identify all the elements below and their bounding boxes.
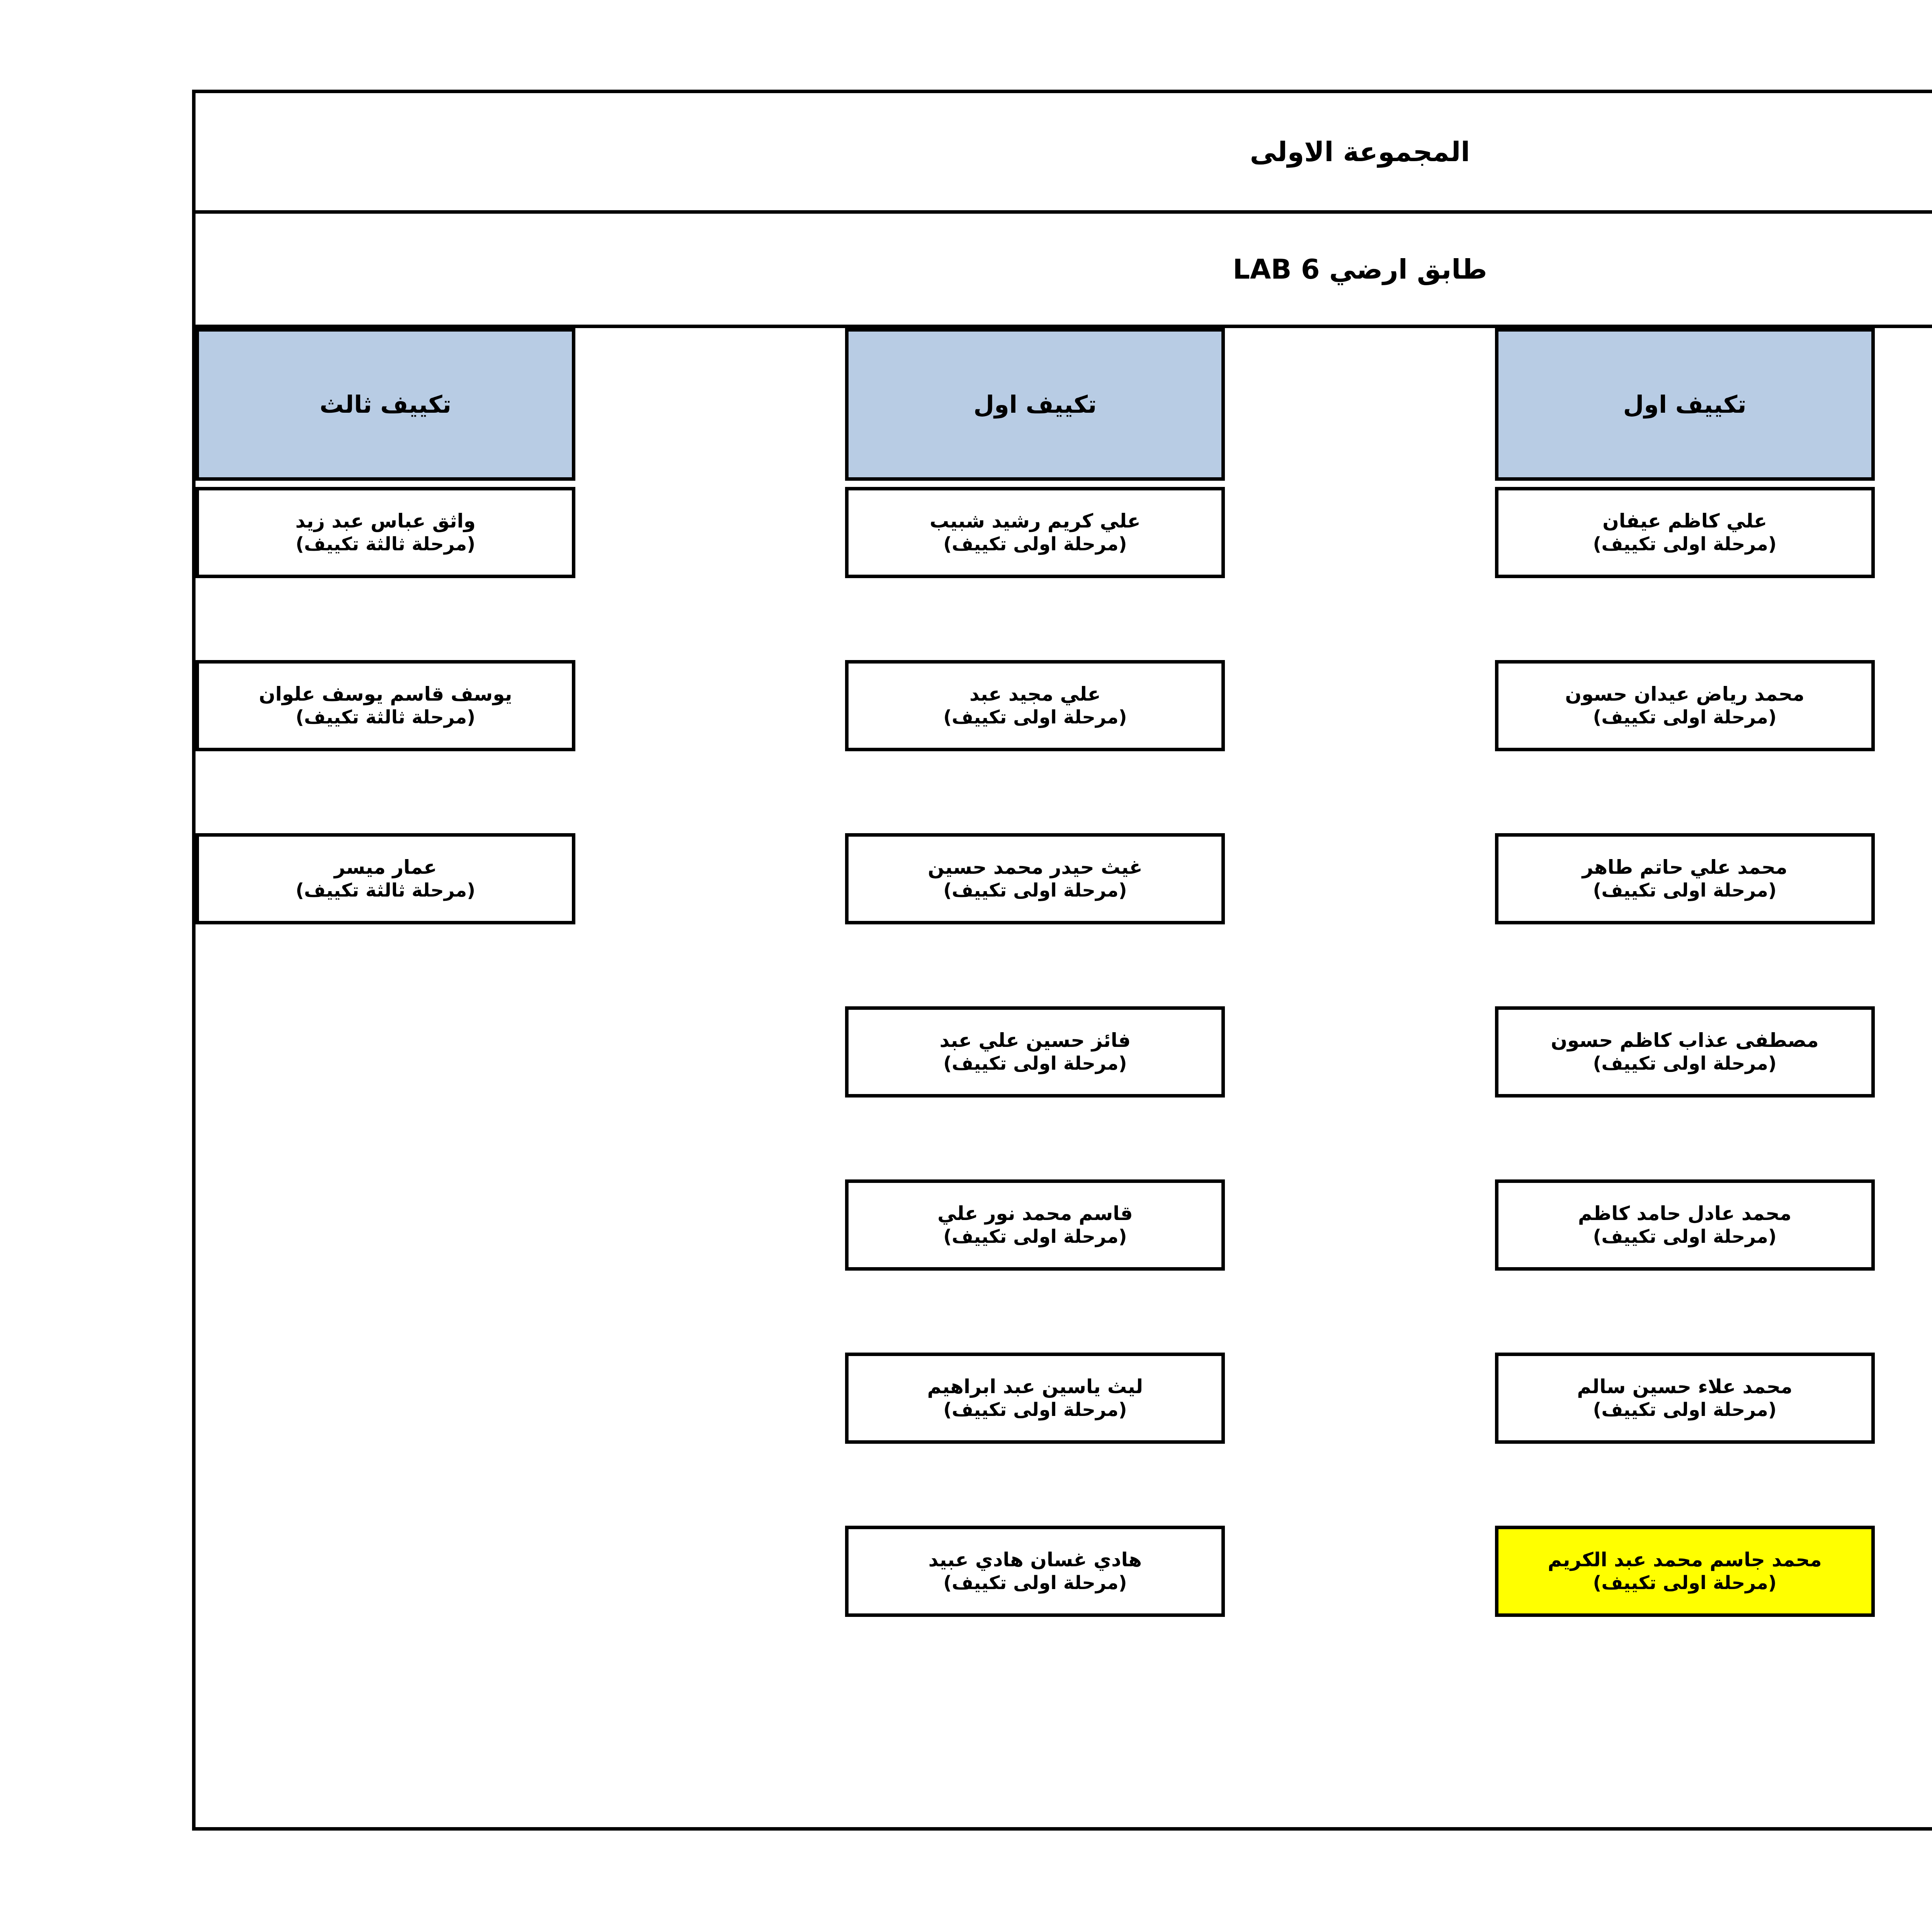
student-card[interactable]: علي كاظم عيفان(مرحلة اولى تكييف) — [1495, 487, 1875, 578]
student-stage: (مرحلة اولى تكييف) — [1593, 1226, 1777, 1248]
ac-column-3: تكييف اول علي كاظم عيفان(مرحلة اولى تكيي… — [1495, 328, 1875, 1828]
student-card[interactable]: محمد علاء حسين سالم(مرحلة اولى تكييف) — [1495, 1353, 1875, 1444]
cell-slot: محمد علي حاتم طاهر(مرحلة اولى تكييف) — [1495, 827, 1875, 1000]
student-name: محمد جاسم محمد عبد الكريم — [1548, 1548, 1822, 1571]
ac-column-1: تكييف ثالث واثق عباس عبد زيد(مرحلة ثالثة… — [196, 328, 576, 1828]
student-name: مصطفى عذاب كاظم حسون — [1551, 1029, 1819, 1052]
student-stage: (مرحلة اولى تكييف) — [943, 1226, 1127, 1248]
student-name: غيث حيدر محمد حسين — [928, 856, 1143, 879]
cell-slot: علي مجيد عبد(مرحلة اولى تكييف) — [845, 654, 1225, 827]
cell-slot — [196, 1000, 575, 1173]
student-name: فائز حسين علي عبد — [939, 1029, 1131, 1052]
student-stage: (مرحلة اولى تكييف) — [1593, 1399, 1777, 1421]
student-card[interactable]: عمار ميسر(مرحلة ثالثة تكييف) — [196, 833, 576, 924]
student-name: علي مجيد عبد — [969, 683, 1101, 706]
student-name: هادي غسان هادي عبيد — [928, 1548, 1142, 1571]
cell-slot: محمد جاسم محمد عبد الكريم(مرحلة اولى تكي… — [1495, 1520, 1875, 1693]
student-name: محمد علاء حسين سالم — [1577, 1375, 1793, 1398]
cell-slot: محمد عادل حامد كاظم(مرحلة اولى تكييف) — [1495, 1173, 1875, 1346]
cell-slot: يوسف قاسم يوسف علوان(مرحلة ثالثة تكييف) — [196, 654, 576, 827]
student-name: عمار ميسر — [334, 856, 437, 879]
cell-slot: علي كريم رشيد شبيب(مرحلة اولى تكييف) — [845, 481, 1225, 654]
cell-slot: غيث حيدر محمد حسين(مرحلة اولى تكييف) — [845, 827, 1225, 1000]
student-name: محمد عادل حامد كاظم — [1578, 1202, 1792, 1225]
column-header-2: تكييف اول — [845, 328, 1225, 481]
floor-title-text: طابق ارضي LAB 6 — [1233, 253, 1487, 285]
cell-slot — [196, 1520, 575, 1693]
student-card[interactable]: ليث ياسين عبد ابراهيم(مرحلة اولى تكييف) — [845, 1353, 1225, 1444]
cell-slot: مصطفى عذاب كاظم حسون(مرحلة اولى تكييف) — [1495, 1000, 1875, 1173]
group-title-banner: المجموعة الاولى — [196, 93, 1932, 214]
student-card[interactable]: علي كريم رشيد شبيب(مرحلة اولى تكييف) — [845, 487, 1225, 578]
empty-cell — [196, 1006, 575, 1098]
group-title-text: المجموعة الاولى — [1250, 136, 1470, 168]
cell-slot: فائز حسين علي عبد(مرحلة اولى تكييف) — [845, 1000, 1225, 1173]
student-stage: (مرحلة اولى تكييف) — [943, 1399, 1127, 1421]
column-gap — [1225, 328, 1495, 1828]
cell-slot — [196, 1346, 575, 1520]
column-header-label-2: تكييف اول — [973, 390, 1097, 419]
schedule-sheet: المجموعة الاولى طابق ارضي LAB 6 تكييف او… — [192, 90, 1932, 1831]
student-card[interactable]: مصطفى عذاب كاظم حسون(مرحلة اولى تكييف) — [1495, 1006, 1875, 1098]
student-name: علي كاظم عيفان — [1602, 510, 1767, 533]
student-stage: (مرحلة اولى تكييف) — [943, 533, 1127, 555]
student-name: يوسف قاسم يوسف علوان — [259, 683, 512, 706]
empty-cell — [196, 1353, 575, 1444]
cell-slot: عمار ميسر(مرحلة ثالثة تكييف) — [196, 827, 576, 1000]
cell-slot: علي كاظم عيفان(مرحلة اولى تكييف) — [1495, 481, 1875, 654]
student-stage: (مرحلة ثالثة تكييف) — [295, 880, 476, 902]
student-card[interactable]: يوسف قاسم يوسف علوان(مرحلة ثالثة تكييف) — [196, 660, 576, 751]
student-stage: (مرحلة اولى تكييف) — [943, 880, 1127, 902]
student-stage: (مرحلة اولى تكييف) — [1593, 533, 1777, 555]
column-header-label-1: تكييف ثالث — [320, 390, 452, 419]
student-stage: (مرحلة ثالثة تكييف) — [295, 533, 476, 555]
student-stage: (مرحلة اولى تكييف) — [943, 1053, 1127, 1075]
cell-slot: محمد علاء حسين سالم(مرحلة اولى تكييف) — [1495, 1346, 1875, 1520]
student-card[interactable]: محمد رياض عيدان حسون(مرحلة اولى تكييف) — [1495, 660, 1875, 751]
student-stage: (مرحلة اولى تكييف) — [943, 1572, 1127, 1594]
columns-grid: تكييف اول علي احمد محمود(مرحلة اولى تكيي… — [196, 328, 1932, 1828]
cell-slot: محمد رياض عيدان حسون(مرحلة اولى تكييف) — [1495, 654, 1875, 827]
student-name: علي كريم رشيد شبيب — [930, 510, 1141, 533]
empty-cell — [196, 1179, 575, 1271]
student-stage: (مرحلة اولى تكييف) — [943, 706, 1127, 728]
student-card[interactable]: محمد علي حاتم طاهر(مرحلة اولى تكييف) — [1495, 833, 1875, 924]
student-stage: (مرحلة اولى تكييف) — [1593, 706, 1777, 728]
ac-column-2: تكييف اول علي كريم رشيد شبيب(مرحلة اولى … — [845, 328, 1225, 1828]
student-card[interactable]: علي مجيد عبد(مرحلة اولى تكييف) — [845, 660, 1225, 751]
student-card-highlighted[interactable]: محمد جاسم محمد عبد الكريم(مرحلة اولى تكي… — [1495, 1526, 1875, 1617]
column-header-label-3: تكييف اول — [1623, 390, 1747, 419]
student-name: واثق عباس عبد زيد — [295, 510, 476, 533]
column-header-1: تكييف ثالث — [196, 328, 576, 481]
student-name: محمد علي حاتم طاهر — [1582, 856, 1787, 879]
student-stage: (مرحلة ثالثة تكييف) — [295, 706, 476, 728]
student-stage: (مرحلة اولى تكييف) — [1593, 1572, 1777, 1594]
floor-title-banner: طابق ارضي LAB 6 — [196, 214, 1932, 328]
column-gap — [575, 328, 845, 1828]
column-header-3: تكييف اول — [1495, 328, 1875, 481]
student-card[interactable]: فائز حسين علي عبد(مرحلة اولى تكييف) — [845, 1006, 1225, 1098]
student-stage: (مرحلة اولى تكييف) — [1593, 880, 1777, 902]
student-card[interactable]: هادي غسان هادي عبيد(مرحلة اولى تكييف) — [845, 1526, 1225, 1617]
student-card[interactable]: غيث حيدر محمد حسين(مرحلة اولى تكييف) — [845, 833, 1225, 924]
cell-slot: واثق عباس عبد زيد(مرحلة ثالثة تكييف) — [196, 481, 576, 654]
student-card[interactable]: قاسم محمد نور علي(مرحلة اولى تكييف) — [845, 1179, 1225, 1271]
student-name: قاسم محمد نور علي — [937, 1202, 1133, 1225]
empty-cell — [196, 1526, 575, 1617]
student-card[interactable]: واثق عباس عبد زيد(مرحلة ثالثة تكييف) — [196, 487, 576, 578]
student-card[interactable]: محمد عادل حامد كاظم(مرحلة اولى تكييف) — [1495, 1179, 1875, 1271]
cell-slot: قاسم محمد نور علي(مرحلة اولى تكييف) — [845, 1173, 1225, 1346]
student-name: ليث ياسين عبد ابراهيم — [927, 1375, 1143, 1398]
student-name: محمد رياض عيدان حسون — [1565, 683, 1804, 706]
cell-slot — [196, 1173, 575, 1346]
cell-slot: ليث ياسين عبد ابراهيم(مرحلة اولى تكييف) — [845, 1346, 1225, 1520]
column-gap — [1875, 328, 1932, 1828]
cell-slot: هادي غسان هادي عبيد(مرحلة اولى تكييف) — [845, 1520, 1225, 1693]
student-stage: (مرحلة اولى تكييف) — [1593, 1053, 1777, 1075]
